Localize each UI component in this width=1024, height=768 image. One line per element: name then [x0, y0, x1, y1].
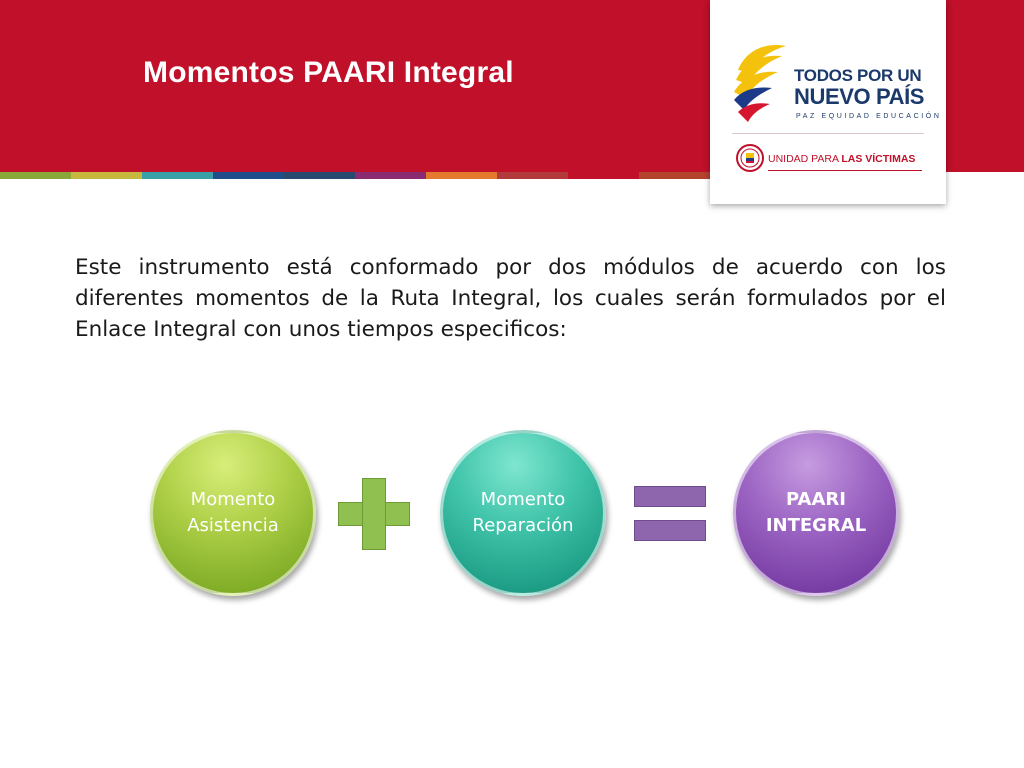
- logo-divider: [732, 133, 924, 134]
- logo-card: TODOS POR UN NUEVO PAÍS PAZ EQUIDAD EDUC…: [710, 0, 946, 204]
- momento-asistencia-label: Momento Asistencia: [187, 489, 279, 536]
- colombia-flag-logo-icon: [734, 45, 786, 122]
- intro-paragraph: Este instrumento está conformado por dos…: [75, 255, 946, 342]
- paari-integral-label: PAARI INTEGRAL: [765, 489, 867, 536]
- stripe-segment: [284, 172, 355, 179]
- logo-text-line2: NUEVO PAÍS: [794, 84, 925, 109]
- government-seal-icon: [736, 144, 764, 172]
- equals-icon: [634, 486, 706, 542]
- unidad-victimas-label: UNIDAD PARA LAS VÍCTIMAS: [768, 153, 916, 165]
- logo-tagline: PAZ EQUIDAD EDUCACIÓN: [796, 113, 942, 120]
- stripe-segment: [355, 172, 426, 179]
- momento-reparacion-label: Momento Reparación: [472, 489, 574, 536]
- stripe-segment: [142, 172, 213, 179]
- paari-integral-circle: PAARI INTEGRAL: [733, 430, 899, 596]
- unit-underline: [768, 170, 922, 171]
- stripe-segment: [71, 172, 142, 179]
- momento-asistencia-circle: Momento Asistencia: [150, 430, 316, 596]
- logo-text-line1: TODOS POR UN: [794, 66, 922, 85]
- stripe-segment: [497, 172, 568, 179]
- color-stripe-bar: [0, 172, 710, 179]
- momento-reparacion-circle: Momento Reparación: [440, 430, 606, 596]
- stripe-segment: [568, 172, 639, 179]
- stripe-segment: [213, 172, 284, 179]
- stripe-segment: [426, 172, 497, 179]
- stripe-segment: [639, 172, 710, 179]
- stripe-segment: [0, 172, 71, 179]
- plus-icon: [338, 478, 410, 550]
- page-title: Momentos PAARI Integral: [143, 56, 514, 89]
